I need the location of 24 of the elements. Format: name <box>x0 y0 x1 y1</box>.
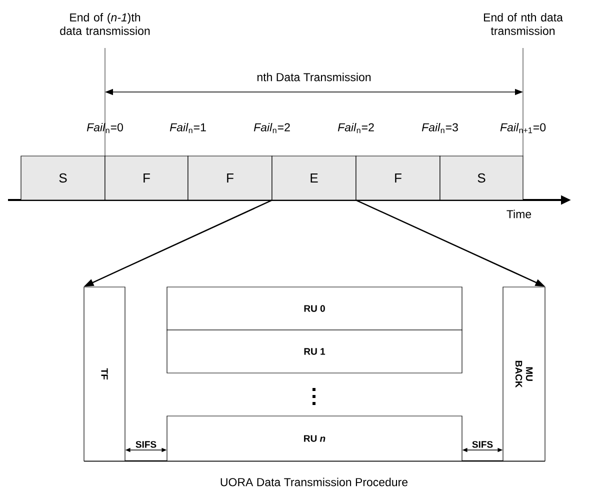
time-slot-box: S <box>440 156 524 200</box>
time-slot-box: F <box>188 156 272 200</box>
time-slot-box: F <box>356 156 440 200</box>
frame-box: MU BACK <box>502 286 546 462</box>
time-slot-box: E <box>272 156 356 200</box>
edge-label: SIFS <box>470 440 494 449</box>
counter-label: Fail$_{n+1}$=0 <box>500 122 546 134</box>
counter-label: Fail$_{n}$=1 <box>170 122 206 134</box>
time-marker-label: End of nth data transmission <box>484 13 563 35</box>
counter-label: Fail$_{n}$=3 <box>422 122 458 134</box>
frame-box: TF <box>84 286 126 462</box>
time-slot-box: S <box>20 156 106 200</box>
counter-label: Fail$_{n}$=2 <box>254 122 290 134</box>
counter-label: Fail$_{n}$=2 <box>338 122 374 134</box>
time-marker-label: End of (n-1)th data transmission <box>60 13 150 35</box>
resource-unit-box: RU n <box>166 416 462 462</box>
time-slot-box: F <box>104 156 188 200</box>
caption: UORA Data Transmission Procedure <box>220 478 408 486</box>
axis-label: Time <box>506 210 532 218</box>
resource-unit-box: RU 0 <box>166 286 462 330</box>
resource-unit-box: RU 1 <box>166 330 462 374</box>
edge-label: SIFS <box>134 440 158 449</box>
duration-label: nth Data Transmission <box>257 72 371 82</box>
counter-label: Fail$_{n}$=0 <box>86 122 123 134</box>
